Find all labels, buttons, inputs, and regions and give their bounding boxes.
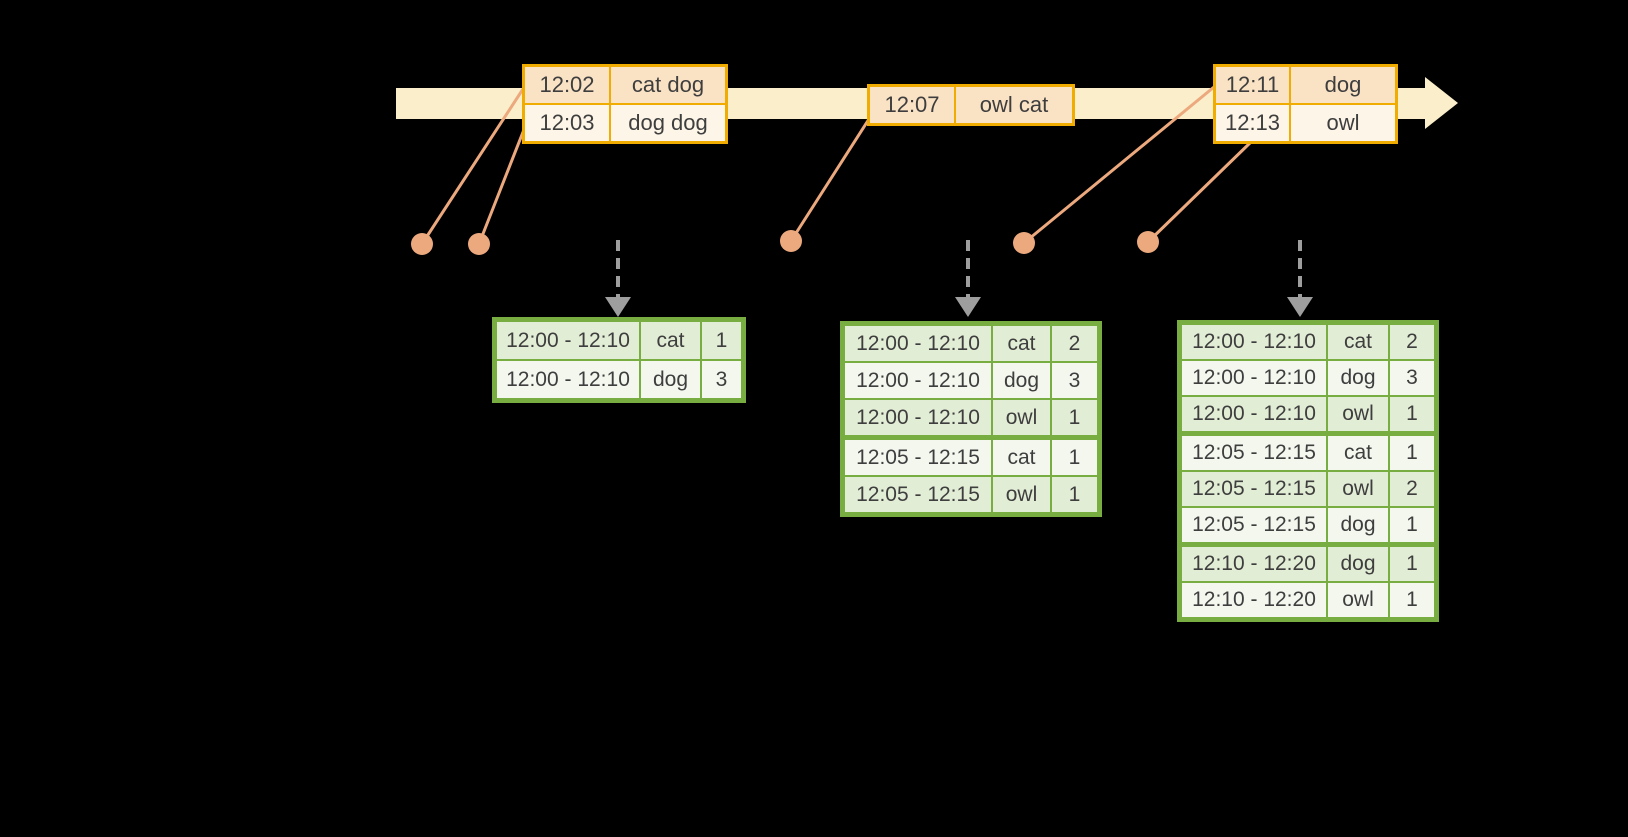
result-window-cell: 12:05 - 12:15 [845,477,991,512]
event-words-cell: dog dog [611,105,725,141]
event-time-cell: 12:11 [1216,67,1289,103]
event-connector-line [789,118,871,242]
result-window-cell: 12:00 - 12:10 [1182,325,1326,359]
result-word-cell: dog [993,363,1050,398]
result-window-cell: 12:05 - 12:15 [845,440,991,475]
result-word-cell: cat [993,326,1050,361]
result-count-cell: 1 [1052,400,1097,435]
timeline-arrowhead-icon [1425,77,1458,129]
event-connector-line [420,88,525,245]
result-window-cell: 12:00 - 12:10 [845,326,991,361]
result-count-cell: 1 [1390,547,1434,581]
trigger-arrowhead-icon [1287,297,1313,317]
result-word-cell: dog [641,361,700,398]
result-count-cell: 3 [1052,363,1097,398]
trigger-arrowhead-icon [605,297,631,317]
result-window-cell: 12:05 - 12:15 [1182,472,1326,506]
result-window-cell: 12:00 - 12:10 [845,400,991,435]
result-count-cell: 1 [1390,436,1434,470]
result-window-cell: 12:00 - 12:10 [1182,361,1326,395]
result-window-cell: 12:00 - 12:10 [497,322,639,359]
result-count-cell: 1 [1390,508,1434,542]
result-word-cell: owl [1328,397,1388,431]
event-dot-icon [468,233,490,255]
result-count-cell: 1 [1052,477,1097,512]
event-connector-line [1146,139,1254,244]
result-word-cell: owl [993,477,1050,512]
result-word-cell: cat [1328,436,1388,470]
result-window-cell: 12:05 - 12:15 [1182,508,1326,542]
result-window-cell: 12:05 - 12:15 [1182,436,1326,470]
event-connector-line [477,126,527,245]
result-count-cell: 2 [1052,326,1097,361]
event-dot-icon [411,233,433,255]
result-word-cell: cat [993,440,1050,475]
result-window-cell: 12:10 - 12:20 [1182,583,1326,617]
result-window-cell: 12:10 - 12:20 [1182,547,1326,581]
event-connector-line [1023,85,1215,245]
result-count-cell: 1 [1390,397,1434,431]
result-window-cell: 12:00 - 12:10 [1182,397,1326,431]
event-dot-icon [1013,232,1035,254]
result-word-cell: owl [1328,472,1388,506]
trigger-arrowhead-icon [955,297,981,317]
result-count-cell: 2 [1390,472,1434,506]
result-word-cell: dog [1328,547,1388,581]
result-count-cell: 1 [1390,583,1434,617]
event-words-cell: dog [1291,67,1395,103]
result-window-cell: 12:00 - 12:10 [845,363,991,398]
result-word-cell: cat [641,322,700,359]
event-words-cell: cat dog [611,67,725,103]
result-count-cell: 1 [702,322,741,359]
event-time-cell: 12:07 [870,87,954,123]
result-word-cell: cat [1328,325,1388,359]
result-word-cell: dog [1328,361,1388,395]
result-count-cell: 3 [1390,361,1434,395]
result-window-cell: 12:00 - 12:10 [497,361,639,398]
event-time-cell: 12:03 [525,105,609,141]
event-words-cell: owl cat [956,87,1072,123]
result-count-cell: 3 [702,361,741,398]
result-word-cell: owl [1328,583,1388,617]
event-dot-icon [780,230,802,252]
event-words-cell: owl [1291,105,1395,141]
result-word-cell: dog [1328,508,1388,542]
result-word-cell: owl [993,400,1050,435]
result-count-cell: 2 [1390,325,1434,359]
event-time-cell: 12:02 [525,67,609,103]
event-time-cell: 12:13 [1216,105,1289,141]
event-dot-icon [1137,231,1159,253]
result-count-cell: 1 [1052,440,1097,475]
